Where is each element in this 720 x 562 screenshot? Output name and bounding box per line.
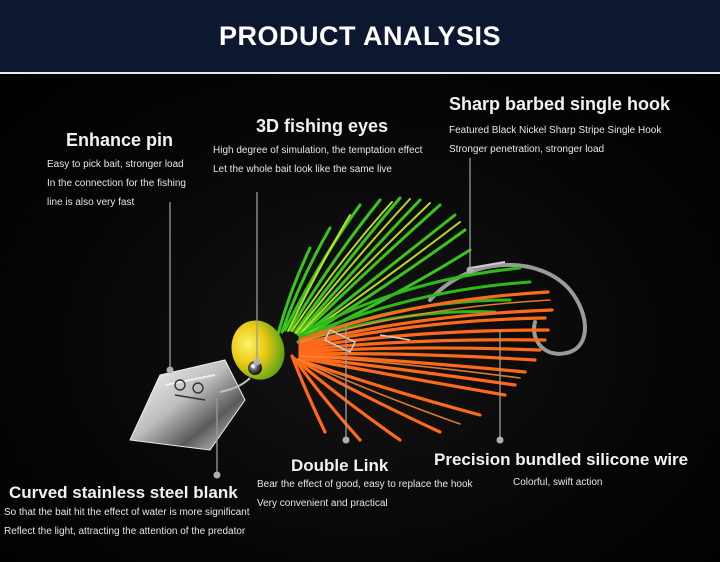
callout-title: Curved stainless steel blank <box>9 483 238 502</box>
callout-title: Precision bundled silicone wire <box>434 450 689 469</box>
callout-double-link: Double Link <box>291 456 388 476</box>
product-stage <box>0 74 720 562</box>
callout-desc-line: Reflect the light, attracting the attent… <box>4 526 246 537</box>
callout-desc-line: In the connection for the fishing <box>47 178 186 189</box>
callout-desc-line: Featured Black Nickel Sharp Stripe Singl… <box>449 125 662 136</box>
callout-steel-blank: Curved stainless steel blank <box>9 483 238 503</box>
callout-desc-line: line is also very fast <box>47 197 135 208</box>
callout-desc-line: Stronger penetration, stronger load <box>449 144 605 155</box>
callout-sharp-hook-desc: Featured Black Nickel Sharp Stripe Singl… <box>449 121 661 159</box>
callout-double-link-desc: Bear the effect of good, easy to replace… <box>257 475 473 513</box>
header-divider <box>0 72 720 74</box>
callout-sharp-hook: Sharp barbed single hook <box>449 94 670 115</box>
callout-desc-line: Let the whole bait look like the same li… <box>213 164 392 175</box>
callout-desc-line: So that the bait hit the effect of water… <box>4 507 250 518</box>
callout-desc-line: Bear the effect of good, easy to replace… <box>257 479 473 490</box>
callout-desc-line: High degree of simulation, the temptatio… <box>213 145 423 156</box>
callout-desc-line: Very convenient and practical <box>257 498 388 509</box>
header-banner: PRODUCT ANALYSIS <box>0 0 720 72</box>
callout-3d-fishing-eyes-desc: High degree of simulation, the temptatio… <box>213 141 422 179</box>
double-link-snap <box>323 329 411 353</box>
callout-steel-blank-desc: So that the bait hit the effect of water… <box>4 503 250 541</box>
callout-silicone-wire-desc: Colorful, swift action <box>513 473 602 492</box>
callout-leaders <box>169 158 501 475</box>
callout-title: 3D fishing eyes <box>256 116 389 136</box>
callout-title: Enhance pin <box>66 130 174 150</box>
callout-title: Double Link <box>291 456 389 475</box>
callout-dots <box>166 266 504 479</box>
wire-link <box>219 377 251 393</box>
callout-3d-fishing-eyes: 3D fishing eyes <box>256 116 388 137</box>
callout-enhance-pin: Enhance pin <box>66 130 173 151</box>
callout-desc-line: Easy to pick bait, stronger load <box>47 159 184 170</box>
silicone-skirt <box>276 196 554 442</box>
single-hook <box>428 261 587 356</box>
callout-desc-line: Colorful, swift action <box>513 477 603 488</box>
page-title: PRODUCT ANALYSIS <box>218 20 502 51</box>
callout-title: Sharp barbed single hook <box>449 94 671 114</box>
callout-enhance-pin-desc: Easy to pick bait, stronger load In the … <box>47 155 186 212</box>
steel-blade <box>129 359 246 451</box>
callout-silicone-wire: Precision bundled silicone wire <box>434 450 688 470</box>
